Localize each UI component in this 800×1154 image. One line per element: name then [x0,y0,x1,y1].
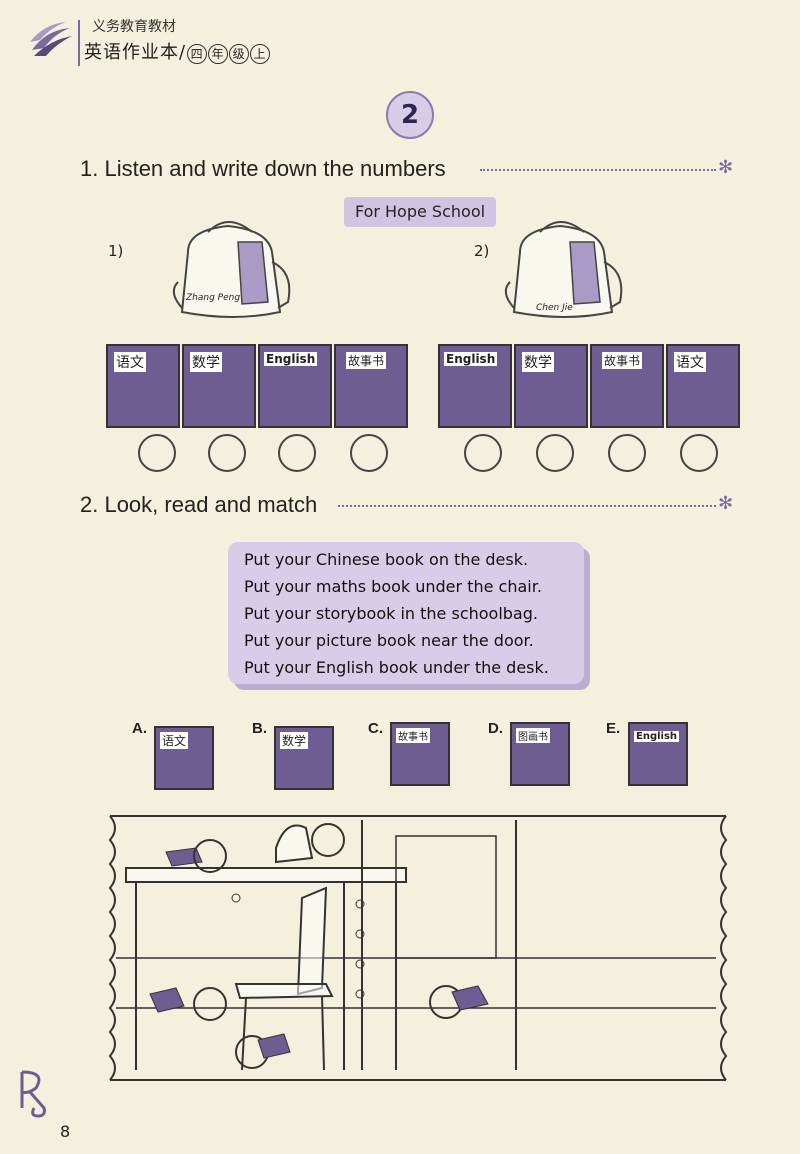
book-title-label: 数学 [190,352,222,372]
book-maths: 数学 [514,344,588,428]
classroom-scene [108,815,728,1081]
grade-label: 四年级上 [186,42,271,64]
book-chinese: 语文 [106,344,180,428]
corner-ornament-icon [20,1070,46,1118]
grade-char: 级 [229,44,250,64]
hope-school-tag: For Hope School [344,197,496,227]
answer-circle[interactable] [350,434,388,472]
answer-circle[interactable] [680,434,718,472]
book-maths: 数学 [182,344,256,428]
option-letter: B. [252,720,267,737]
section1-dotted-rule [480,169,716,171]
instruction-box: Put your Chinese book on the desk. Put y… [228,542,584,684]
book-title: 英语作业本/四年级上 [84,38,271,64]
option-book-picture-book[interactable]: 图画书 [510,722,570,786]
bag1-name: Zhang Peng [186,293,241,303]
book-title-label: 数学 [522,352,554,372]
section2-dotted-rule [338,505,716,507]
option-letter: D. [488,720,503,737]
option-book-chinese[interactable]: 语文 [154,726,214,790]
option-book-storybook[interactable]: 故事书 [390,722,450,786]
answer-circle[interactable] [278,434,316,472]
book-chinese: 语文 [666,344,740,428]
group1-label: 1) [108,242,124,260]
book-title-label: English [264,352,318,366]
page-number: 8 [60,1122,71,1141]
publisher-logo-icon [30,22,72,56]
grade-char: 年 [208,44,229,64]
book-storybook: 故事书 [590,344,664,428]
book-title-label: 故事书 [602,352,643,369]
instruction-sentence: Put your storybook in the schoolbag. [244,604,538,623]
book-english: English [438,344,512,428]
option-book-maths[interactable]: 数学 [274,726,334,790]
book-title-label: English [444,352,498,366]
answer-circle[interactable] [208,434,246,472]
book-title-label: 数学 [280,732,309,749]
book-english: English [258,344,332,428]
option-letter: A. [132,720,147,737]
book-storybook: 故事书 [334,344,408,428]
answer-circle[interactable] [536,434,574,472]
book-title-label: 语文 [674,352,706,372]
section2-title: 2. Look, read and match [80,492,318,517]
header-divider [78,20,80,66]
series-label: 义务教育教材 [92,19,176,35]
asterisk-icon: ✻ [718,157,734,178]
book-title-label: 故事书 [346,352,387,369]
option-book-english[interactable]: English [628,722,688,786]
book-title-label: 语文 [160,732,189,749]
schoolbag-icon [504,221,623,318]
bag2-name: Chen Jie [536,303,573,313]
slash-divider: / [179,42,187,63]
book-title-text: 英语作业本 [84,42,179,63]
grade-char: 上 [250,44,271,64]
option-letter: E. [606,720,621,737]
book-title-label: 语文 [114,352,146,372]
instruction-sentence: Put your maths book under the chair. [244,577,542,596]
asterisk-icon: ✻ [718,493,734,514]
section1-title: 1. Listen and write down the numbers [80,156,446,181]
instruction-sentence: Put your English book under the desk. [244,658,549,677]
schoolbag-icon [172,221,291,318]
answer-circle[interactable] [608,434,646,472]
instruction-sentence: Put your picture book near the door. [244,631,534,650]
book-title-label: 图画书 [516,728,550,743]
instruction-sentence: Put your Chinese book on the desk. [244,550,529,569]
answer-circle[interactable] [464,434,502,472]
book-title-label: 故事书 [396,728,430,743]
group2-label: 2) [474,242,490,260]
unit-number-badge: 2 [386,91,434,139]
answer-circle[interactable] [138,434,176,472]
book-title-label: English [634,731,680,742]
option-letter: C. [368,720,383,737]
grade-char: 四 [187,44,208,64]
